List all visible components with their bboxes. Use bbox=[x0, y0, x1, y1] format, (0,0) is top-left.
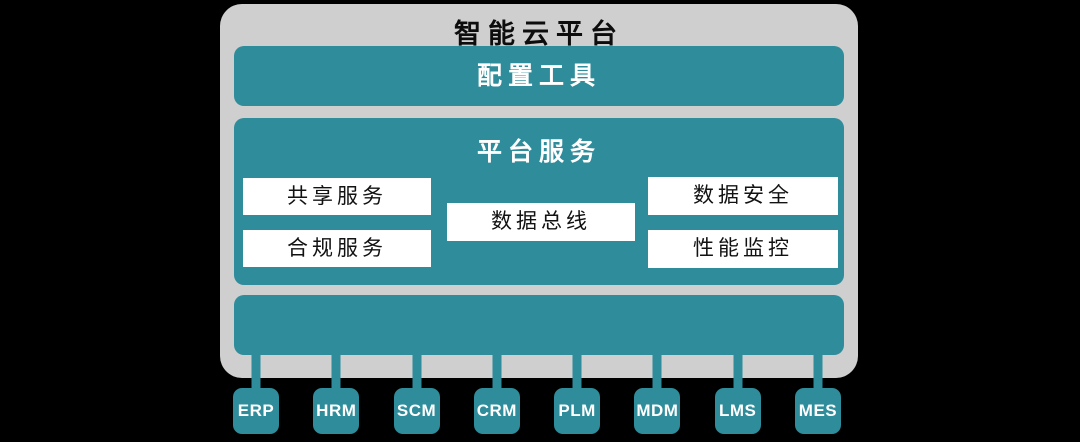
connector-line bbox=[652, 354, 662, 392]
connector-line bbox=[733, 354, 743, 392]
service-box-compliance-services: 合规服务 bbox=[243, 230, 431, 267]
system-cell: MDM bbox=[634, 354, 681, 434]
service-box-data-bus: 数据总线 bbox=[447, 203, 635, 241]
integration-bar bbox=[234, 295, 844, 355]
system-cell: CRM bbox=[473, 354, 520, 434]
connector-line bbox=[572, 354, 582, 392]
system-cell: ERP bbox=[233, 354, 279, 434]
system-cell: LMS bbox=[714, 354, 761, 434]
system-cell: SCM bbox=[393, 354, 440, 434]
system-box-erp: ERP bbox=[233, 388, 279, 434]
platform-title: 智能云平台 bbox=[454, 19, 624, 49]
system-box-plm: PLM bbox=[554, 388, 601, 434]
service-box-shared-services: 共享服务 bbox=[243, 178, 431, 215]
connector-line bbox=[331, 354, 341, 392]
connector-line bbox=[412, 354, 422, 392]
service-box-data-security: 数据安全 bbox=[648, 177, 838, 215]
platform-container: 智能云平台 配置工具 平台服务 共享服务 合规服务 数据总线 数据安全 性能监控 bbox=[220, 4, 858, 378]
system-cell: MES bbox=[794, 354, 841, 434]
system-box-hrm: HRM bbox=[313, 388, 360, 434]
system-box-crm: CRM bbox=[473, 388, 520, 434]
system-cell: HRM bbox=[313, 354, 360, 434]
service-box-performance-monitoring: 性能监控 bbox=[648, 230, 838, 268]
platform-services-title: 平台服务 bbox=[476, 138, 601, 166]
connector-line bbox=[251, 354, 261, 392]
system-box-mes: MES bbox=[794, 388, 841, 434]
connector-line bbox=[492, 354, 502, 392]
system-cell: PLM bbox=[554, 354, 601, 434]
connector-line bbox=[813, 354, 823, 392]
platform-services-section: 平台服务 共享服务 合规服务 数据总线 数据安全 性能监控 bbox=[234, 118, 844, 285]
system-box-mdm: MDM bbox=[634, 388, 681, 434]
config-tools-bar: 配置工具 bbox=[234, 46, 844, 106]
systems-row: ERP HRM SCM CRM PLM MDM LMS MES bbox=[233, 354, 841, 434]
system-box-scm: SCM bbox=[393, 388, 440, 434]
system-box-lms: LMS bbox=[714, 388, 761, 434]
